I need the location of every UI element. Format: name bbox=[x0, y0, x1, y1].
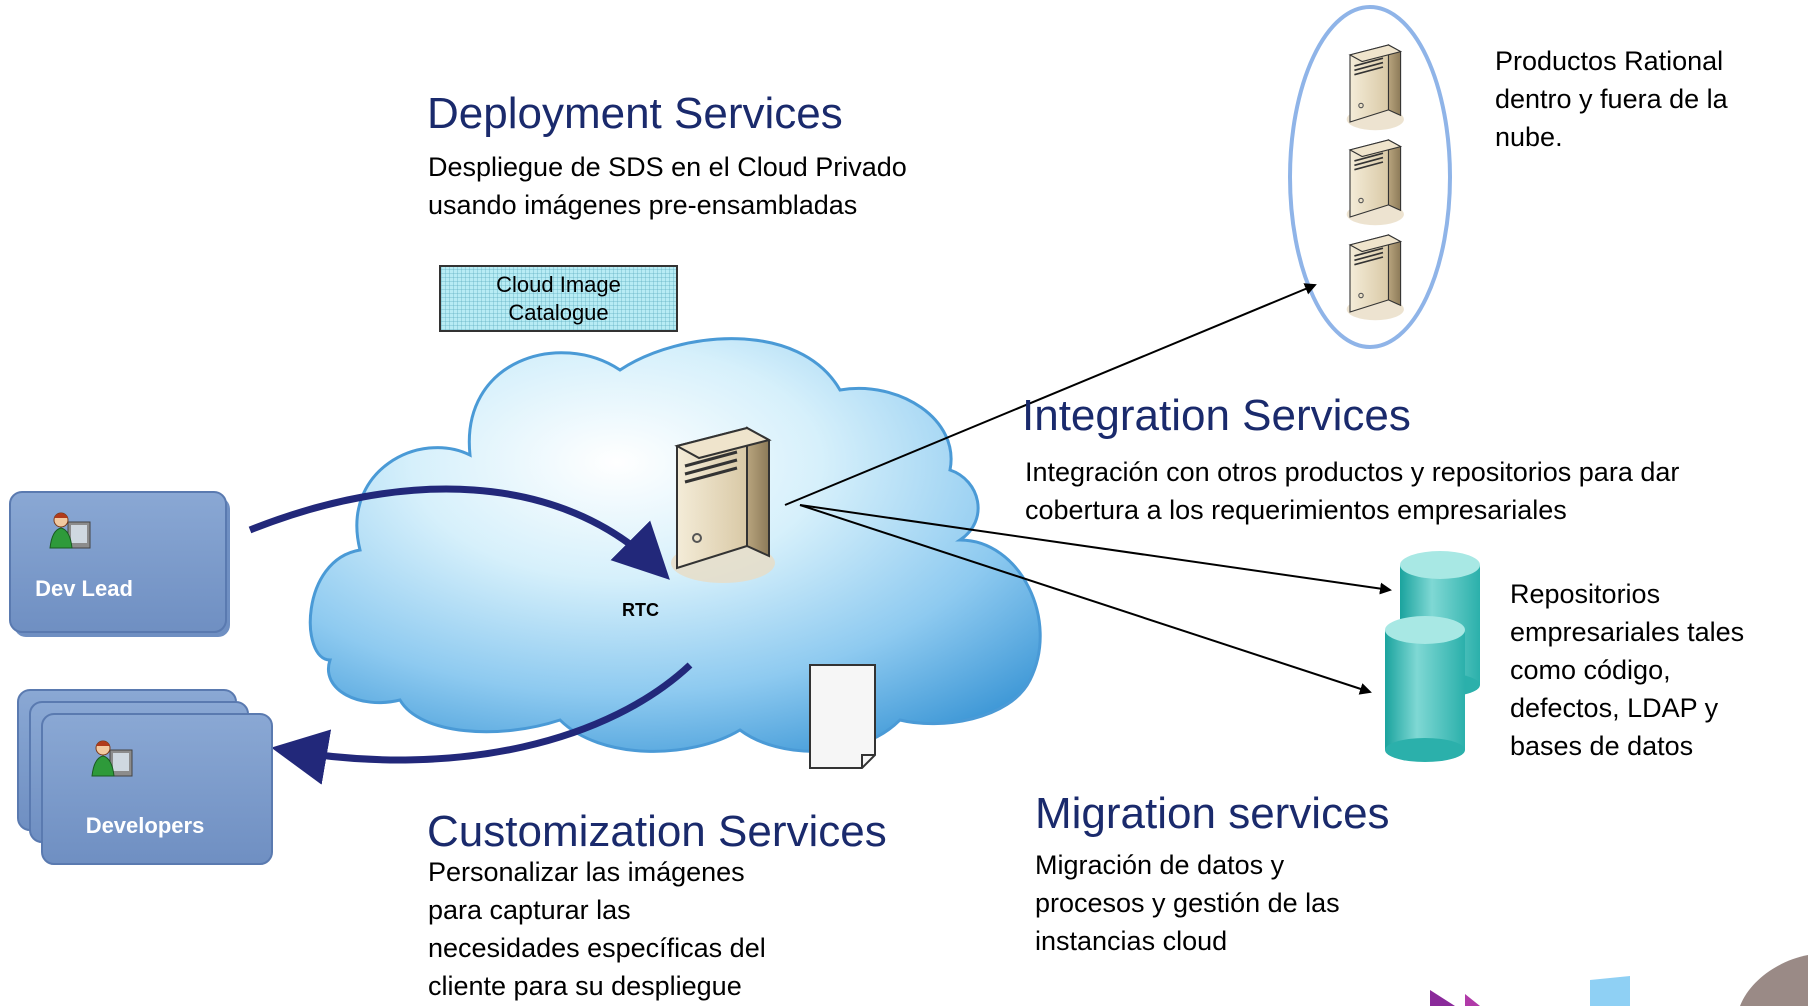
rational-products-group bbox=[1288, 5, 1452, 349]
deploy-arrow bbox=[248, 485, 670, 580]
decorative-corner-graphic bbox=[1430, 955, 1808, 1006]
database-icon bbox=[1385, 616, 1465, 762]
integration-title: Integration Services bbox=[1022, 391, 1411, 440]
integration-connectors bbox=[784, 283, 1392, 695]
server-icon bbox=[1345, 234, 1405, 322]
server-icon bbox=[1345, 139, 1405, 227]
customization-title: Customization Services bbox=[427, 807, 887, 856]
migration-description: Migración de datos y procesos y gestión … bbox=[1035, 850, 1340, 956]
developers-label: Developers bbox=[86, 813, 205, 838]
rational-products-note: Productos Rational dentro y fuera de la … bbox=[1495, 46, 1728, 152]
developers-box: Developers bbox=[17, 689, 273, 865]
rtc-server-icon bbox=[669, 426, 777, 585]
repositories-note: Repositorios empresariales tales como có… bbox=[1510, 579, 1745, 761]
dev-lead-label: Dev Lead bbox=[35, 576, 133, 601]
dev-lead-box: Dev Lead bbox=[9, 491, 230, 637]
document-icon bbox=[809, 664, 876, 769]
customization-description: Personalizar las imágenes para capturar … bbox=[428, 857, 766, 1001]
server-icon bbox=[1345, 44, 1405, 132]
integration-description: Integración con otros productos y reposi… bbox=[1025, 457, 1680, 525]
rtc-label: RTC bbox=[622, 600, 659, 620]
deployment-description: Despliegue de SDS en el Cloud Privado us… bbox=[428, 152, 907, 220]
migration-title: Migration services bbox=[1035, 789, 1390, 838]
private-cloud bbox=[308, 337, 1042, 753]
cloud-image-catalogue: Cloud Image Catalogue bbox=[439, 265, 678, 332]
deployment-title: Deployment Services bbox=[427, 89, 843, 138]
customize-arrow bbox=[271, 662, 693, 785]
